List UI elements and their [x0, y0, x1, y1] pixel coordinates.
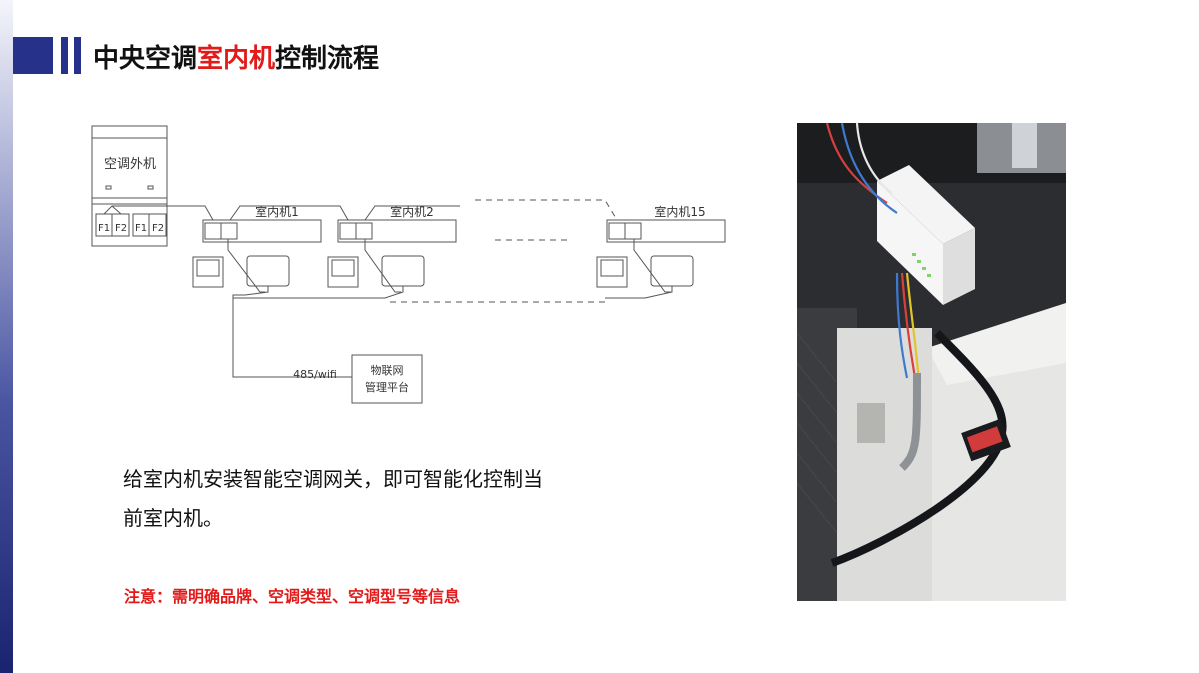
outdoor-unit-label: 空调外机 — [104, 157, 156, 172]
link-label: 485/wifi — [293, 368, 337, 381]
platform-label: 物联网 — [371, 363, 404, 377]
terminal-label: F1 — [135, 223, 147, 234]
title-text: 中央空调 — [93, 44, 198, 74]
title-accent-block — [13, 37, 53, 74]
indoor-unit-label: 室内机2 — [390, 204, 434, 219]
terminal-label: F1 — [98, 223, 110, 234]
indoor-unit-label: 室内机1 — [255, 204, 299, 219]
control-flow-diagram: 空调外机 F1 F2 F1 F2 室内机1 室内机2 室内机15 485/wif… — [91, 125, 726, 404]
platform-label: 管理平台 — [365, 380, 409, 394]
terminal-label: F2 — [152, 223, 164, 234]
title-accent-bar — [74, 37, 81, 74]
terminal-label: F2 — [115, 223, 127, 234]
page-title: 中央空调室内机控制流程 — [93, 38, 379, 75]
gateway-photo — [797, 123, 1066, 601]
title-highlight: 室内机 — [197, 44, 276, 74]
description-text: 给室内机安装智能空调网关，即可智能化控制当前室内机。 — [123, 467, 543, 530]
title-text: 控制流程 — [275, 44, 380, 74]
title-accent-bar — [61, 37, 68, 74]
note-text: 注意：需明确品牌、空调类型、空调型号等信息 — [124, 587, 461, 606]
indoor-unit-label: 室内机15 — [654, 204, 705, 219]
